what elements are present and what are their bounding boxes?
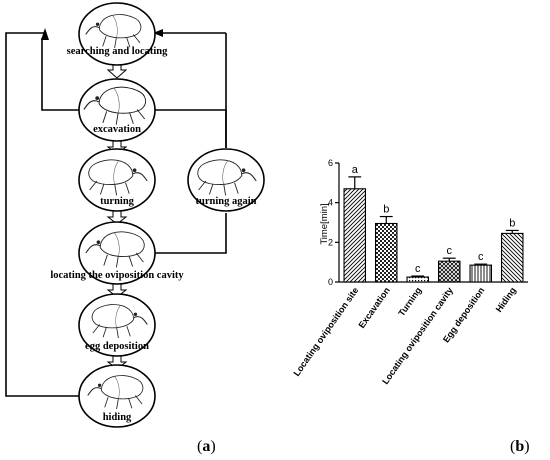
loop-line-excavation bbox=[41, 38, 79, 111]
bar bbox=[374, 222, 398, 283]
flow-diagram: searching and locating excavation turnin… bbox=[5, 2, 265, 455]
panel-label-a: (a) bbox=[197, 438, 216, 455]
category-label: Turning bbox=[396, 285, 423, 318]
y-ticks: 0 2 4 6 bbox=[328, 158, 339, 287]
flow-label-hiding: hiding bbox=[103, 412, 132, 423]
bar bbox=[500, 232, 524, 283]
flow-node-turning: turning bbox=[78, 148, 156, 212]
y-tick-label: 4 bbox=[328, 198, 333, 208]
category-label: Hiding bbox=[494, 285, 518, 314]
flow-label-turning-again: turning again bbox=[196, 196, 257, 207]
significance-label: b bbox=[383, 204, 389, 216]
flow-label-excavation: excavation bbox=[93, 124, 141, 135]
bar bbox=[469, 264, 493, 283]
bar bbox=[406, 276, 430, 283]
connector-turning-again-cavity bbox=[153, 213, 227, 254]
loop-arrow-head bbox=[41, 28, 49, 40]
loop-line-hiding bbox=[5, 32, 83, 397]
flow-label-turning: turning bbox=[100, 196, 135, 207]
flow-node-turning-again: turning again bbox=[187, 148, 265, 212]
significance-label: c bbox=[478, 251, 484, 263]
category-label: Excavation bbox=[356, 285, 391, 330]
significance-label: c bbox=[447, 245, 453, 257]
significance-label: c bbox=[415, 263, 421, 275]
bar-chart: Time[min] 0 2 4 6 a b c c c b Locating ovipositi… bbox=[291, 158, 529, 455]
y-tick-label: 6 bbox=[328, 158, 333, 168]
flow-node-egg-deposition: egg deposition bbox=[78, 293, 156, 357]
flow-label-searching: searching and locating bbox=[67, 46, 168, 57]
bar bbox=[437, 260, 461, 283]
y-tick-label: 2 bbox=[328, 237, 333, 247]
flow-node-searching: searching and locating bbox=[67, 2, 168, 66]
flow-node-cavity: locating the oviposition cavity bbox=[50, 221, 184, 285]
y-axis-title: Time[min] bbox=[319, 203, 330, 244]
search-arrow-head bbox=[153, 29, 163, 37]
significance-label: b bbox=[509, 217, 515, 229]
flow-node-excavation: excavation bbox=[78, 78, 156, 142]
flow-label-cavity: locating the oviposition cavity bbox=[50, 270, 184, 281]
flow-label-egg-deposition: egg deposition bbox=[85, 341, 149, 352]
category-label: Locating oviposition site bbox=[291, 285, 360, 378]
connector-excavation-turning-again bbox=[153, 109, 227, 148]
significance-label: a bbox=[352, 164, 359, 176]
y-tick-label: 0 bbox=[328, 277, 333, 287]
bars: a b c c c b bbox=[343, 164, 524, 283]
flow-node-hiding: hiding bbox=[78, 364, 156, 428]
bar bbox=[343, 188, 367, 283]
panel-label-b: (b) bbox=[510, 438, 530, 455]
